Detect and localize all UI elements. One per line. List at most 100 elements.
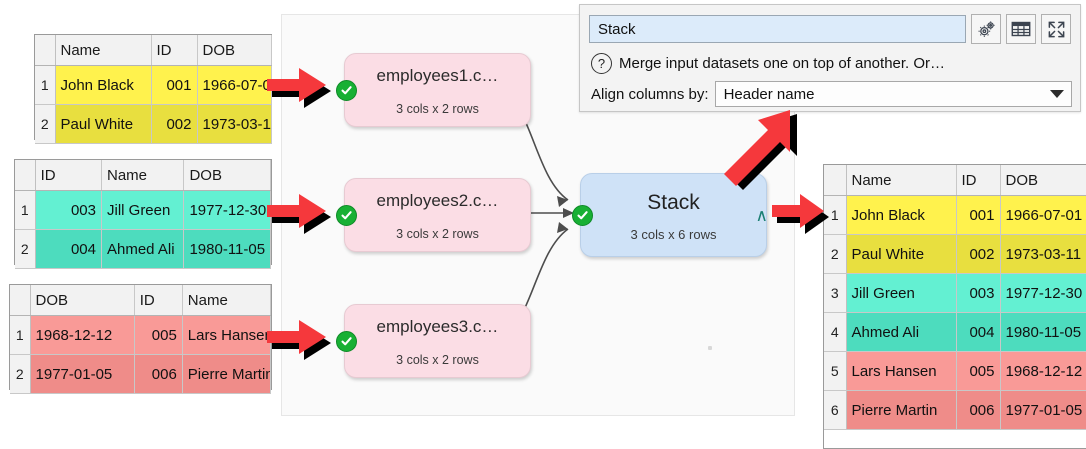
cell-name[interactable]: Ahmed Ali [846, 312, 957, 352]
cell-dob[interactable]: 1973-03-11 [197, 104, 272, 144]
table-row[interactable]: 2 004 Ahmed Ali 1980-11-05 [15, 229, 271, 269]
align-columns-select[interactable]: Header name [714, 81, 1072, 107]
cell-name[interactable]: Jill Green [846, 273, 957, 313]
cell-dob[interactable]: 1977-01-05 [1000, 390, 1086, 430]
column-header[interactable]: Name [846, 165, 957, 196]
properties-panel[interactable]: Stack [579, 4, 1081, 112]
cell-id[interactable]: 004 [35, 229, 102, 269]
row-number[interactable]: 1 [15, 190, 36, 230]
row-number[interactable]: 6 [824, 390, 847, 430]
column-header[interactable]: ID [151, 35, 198, 66]
column-header[interactable]: Name [55, 35, 152, 66]
cell-name[interactable]: John Black [846, 195, 957, 235]
cell-dob[interactable]: 1977-01-05 [30, 354, 135, 394]
node-output-marker[interactable]: ∧ [755, 206, 768, 226]
cell-name[interactable]: Paul White [846, 234, 957, 274]
annotation-arrow-output [772, 194, 838, 240]
table-row[interactable]: 6 Pierre Martin 006 1977-01-05 [824, 390, 1086, 430]
table-row[interactable]: 1 003 Jill Green 1977-12-30 [15, 190, 271, 230]
column-header[interactable]: DOB [183, 160, 271, 191]
annotation-arrow-input-3 [267, 320, 341, 366]
cell-id[interactable]: 005 [134, 315, 183, 355]
table-row[interactable]: 2 Paul White 002 1973-03-11 [824, 234, 1086, 274]
table-row[interactable]: 2 1977-01-05 006 Pierre Martin [10, 354, 272, 394]
column-header[interactable]: Name [101, 160, 185, 191]
cell-dob[interactable]: 1968-12-12 [1000, 351, 1086, 391]
cell-dob[interactable]: 1968-12-12 [30, 315, 135, 355]
column-header[interactable]: DOB [30, 285, 135, 316]
cell-name[interactable]: Ahmed Ali [101, 229, 185, 269]
node-title: Stack [647, 190, 700, 214]
node-employees2[interactable]: employees2.c… 3 cols x 2 rows [336, 178, 531, 252]
output-table-stacked[interactable]: Name ID DOB 1 John Black 001 1966-07-01 … [823, 164, 1086, 449]
input-table-employees2[interactable]: ID Name DOB 1 003 Jill Green 1977-12-30 … [14, 159, 272, 269]
cell-name[interactable]: Pierre Martin [182, 354, 272, 394]
cell-id[interactable]: 005 [956, 351, 1001, 391]
row-number[interactable]: 5 [824, 351, 847, 391]
cell-id[interactable]: 002 [956, 234, 1001, 274]
gears-icon[interactable] [971, 14, 1001, 44]
cell-id[interactable]: 006 [134, 354, 183, 394]
cell-id[interactable]: 004 [956, 312, 1001, 352]
cell-dob[interactable]: 1973-03-11 [1000, 234, 1086, 274]
row-number[interactable]: 2 [10, 354, 31, 394]
cell-id[interactable]: 001 [956, 195, 1001, 235]
row-number[interactable]: 3 [824, 273, 847, 313]
cell-dob[interactable]: 1977-12-30 [183, 190, 271, 230]
cell-id[interactable]: 006 [956, 390, 1001, 430]
cell-dob[interactable]: 1980-11-05 [183, 229, 271, 269]
canvas-dot [708, 346, 712, 350]
cell-name[interactable]: Paul White [55, 104, 152, 144]
row-number[interactable]: 4 [824, 312, 847, 352]
cell-name[interactable]: John Black [55, 65, 152, 105]
table-row[interactable]: 1 1968-12-12 005 Lars Hansen [10, 315, 272, 355]
cell-id[interactable]: 003 [956, 273, 1001, 313]
cell-name[interactable]: Lars Hansen [846, 351, 957, 391]
table-header-row: Name ID DOB [824, 165, 1086, 196]
row-number[interactable]: 2 [15, 229, 36, 269]
cell-dob[interactable]: 1977-12-30 [1000, 273, 1086, 313]
table-row[interactable]: 4 Ahmed Ali 004 1980-11-05 [824, 312, 1086, 352]
cell-dob[interactable]: 1966-07-01 [197, 65, 272, 105]
input-table-employees1[interactable]: Name ID DOB 1 John Black 001 1966-07-01 … [34, 34, 272, 144]
cell-id[interactable]: 003 [35, 190, 102, 230]
status-ok-icon [572, 205, 593, 226]
table-row[interactable]: 3 Jill Green 003 1977-12-30 [824, 273, 1086, 313]
table-row[interactable]: 5 Lars Hansen 005 1968-12-12 [824, 351, 1086, 391]
node-title: employees1.c… [376, 66, 499, 85]
table-row[interactable]: 1 John Black 001 1966-07-01 [35, 65, 272, 105]
table-row[interactable]: 2 Paul White 002 1973-03-11 [35, 104, 272, 144]
expand-icon[interactable] [1041, 14, 1071, 44]
table-header-row: Name ID DOB [35, 35, 272, 66]
cell-id[interactable]: 002 [151, 104, 198, 144]
row-number[interactable]: 2 [824, 234, 847, 274]
node-stack[interactable]: Stack 3 cols x 6 rows ∧ [572, 173, 768, 257]
help-icon[interactable]: ? [591, 52, 612, 74]
column-header[interactable]: DOB [197, 35, 272, 66]
row-number[interactable]: 1 [10, 315, 31, 355]
annotation-arrow-input-2 [267, 194, 341, 240]
cell-dob[interactable]: 1980-11-05 [1000, 312, 1086, 352]
row-number[interactable]: 1 [824, 195, 847, 235]
cell-name[interactable]: Pierre Martin [846, 390, 957, 430]
column-header[interactable]: ID [134, 285, 183, 316]
cell-dob[interactable]: 1966-07-01 [1000, 195, 1086, 235]
cell-id[interactable]: 001 [151, 65, 198, 105]
column-header[interactable]: Name [182, 285, 272, 316]
node-employees1[interactable]: employees1.c… 3 cols x 2 rows [336, 53, 531, 127]
node-employees3[interactable]: employees3.c… 3 cols x 2 rows [336, 304, 531, 378]
table-icon[interactable] [1006, 14, 1036, 44]
cell-name[interactable]: Lars Hansen [182, 315, 272, 355]
table-row[interactable]: 1 John Black 001 1966-07-01 [824, 195, 1086, 235]
input-table-employees3[interactable]: DOB ID Name 1 1968-12-12 005 Lars Hansen… [9, 284, 272, 394]
column-header[interactable]: DOB [1000, 165, 1086, 196]
node-subtitle: 3 cols x 2 rows [396, 227, 479, 241]
item-name-input[interactable]: Stack [589, 15, 966, 43]
corner-cell [35, 35, 56, 66]
column-header[interactable]: ID [35, 160, 102, 191]
row-number[interactable]: 2 [35, 104, 56, 144]
cell-name[interactable]: Jill Green [101, 190, 185, 230]
column-header[interactable]: ID [956, 165, 1001, 196]
corner-cell [10, 285, 31, 316]
row-number[interactable]: 1 [35, 65, 56, 105]
